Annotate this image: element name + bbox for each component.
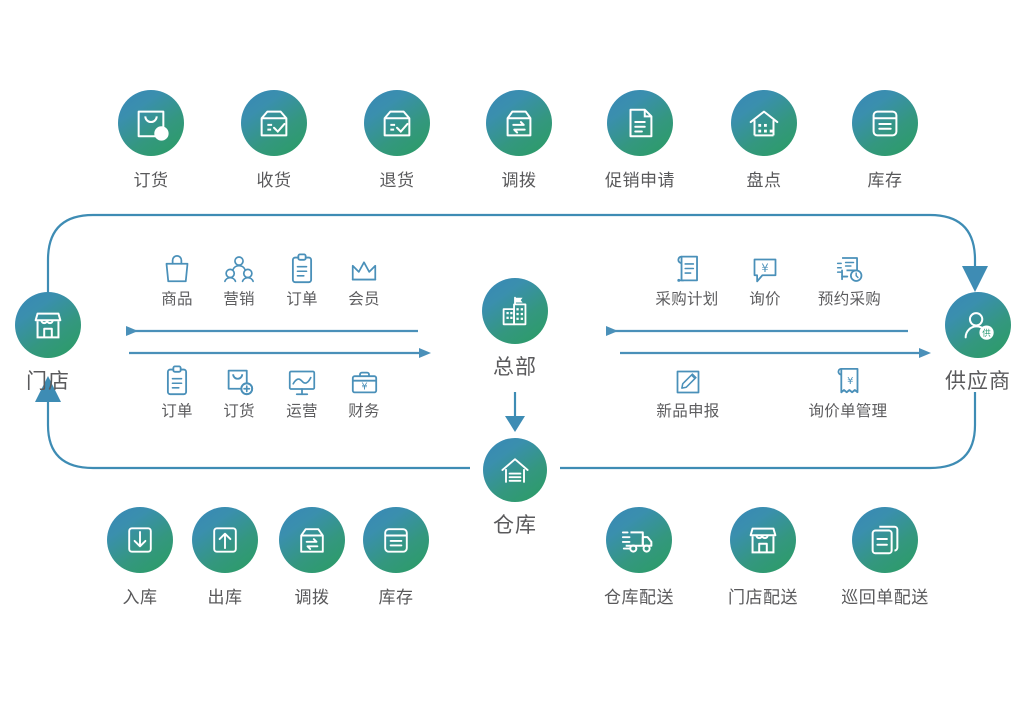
node-label: 门店 bbox=[26, 370, 70, 393]
feature-diandian[interactable]: 盘点 bbox=[704, 90, 824, 191]
module-label: 询价 bbox=[749, 291, 781, 308]
feature-kucun-bottom[interactable]: 库存 bbox=[336, 507, 456, 608]
module-yuyuecaigou[interactable]: 预约采购 bbox=[797, 250, 902, 309]
feature-cangkupeisong[interactable]: 仓库配送 bbox=[579, 507, 699, 608]
feature-label: 门店配送 bbox=[728, 588, 798, 607]
feature-cuxiaoshenqing[interactable]: 促销申请 bbox=[580, 90, 700, 191]
module-label: 订货 bbox=[223, 403, 255, 420]
feature-label: 盘点 bbox=[746, 171, 782, 190]
hq-warehouse-arrow bbox=[505, 392, 525, 432]
node-store[interactable]: 门店 bbox=[0, 292, 96, 395]
module-label: 询价单管理 bbox=[808, 403, 888, 420]
node-warehouse[interactable]: 仓库 bbox=[467, 438, 563, 539]
warehouse-count-icon bbox=[731, 90, 797, 156]
bag-plus-icon bbox=[118, 90, 184, 156]
svg-text:¥: ¥ bbox=[847, 376, 853, 387]
module-yingxiao[interactable]: 营销 bbox=[196, 250, 282, 309]
purchase-plan-doc-icon bbox=[637, 250, 737, 284]
node-label: 仓库 bbox=[493, 514, 537, 537]
module-label: 营销 bbox=[223, 291, 255, 308]
module-dingdan-bottom[interactable]: 订单 bbox=[134, 362, 220, 421]
svg-text:¥: ¥ bbox=[761, 261, 768, 275]
module-shangpin[interactable]: 商品 bbox=[134, 250, 220, 309]
crown-icon bbox=[321, 250, 407, 284]
scheduled-purchase-icon bbox=[797, 250, 902, 284]
feature-diaobo-bottom[interactable]: 调拨 bbox=[252, 507, 372, 608]
module-huiyuan[interactable]: 会员 bbox=[321, 250, 407, 309]
feature-label: 调拨 bbox=[501, 171, 537, 190]
briefcase-yen-icon: ¥ bbox=[321, 362, 407, 396]
node-headquarters[interactable]: 总部 bbox=[467, 278, 563, 381]
svg-text:供: 供 bbox=[982, 327, 991, 339]
module-label: 采购计划 bbox=[655, 291, 719, 308]
module-yunying[interactable]: 运营 bbox=[259, 362, 345, 421]
yen-document-icon: ¥ bbox=[793, 362, 903, 396]
module-label: 财务 bbox=[348, 403, 380, 420]
bag-plus-icon bbox=[196, 362, 282, 396]
arrow-up-box-icon bbox=[192, 507, 258, 573]
clipboard-icon bbox=[134, 362, 220, 396]
box-transfer-icon bbox=[279, 507, 345, 573]
module-label: 订单 bbox=[161, 403, 193, 420]
module-xinpinshenbao[interactable]: 新品申报 bbox=[638, 362, 738, 421]
module-caiwu[interactable]: ¥ 财务 bbox=[321, 362, 407, 421]
feature-label: 库存 bbox=[867, 171, 903, 190]
feature-label: 收货 bbox=[256, 171, 292, 190]
feature-label: 入库 bbox=[122, 588, 158, 607]
feature-shouhuo[interactable]: 收货 bbox=[214, 90, 334, 191]
supplier-person-icon: 供 bbox=[945, 292, 1011, 358]
module-label: 预约采购 bbox=[817, 291, 882, 308]
document-lines-icon bbox=[607, 90, 673, 156]
storefront-icon bbox=[730, 507, 796, 573]
svg-text:¥: ¥ bbox=[361, 382, 367, 393]
marketing-people-icon bbox=[196, 250, 282, 284]
box-stock-icon bbox=[852, 90, 918, 156]
feature-diaobo-top[interactable]: 调拨 bbox=[459, 90, 579, 191]
module-xunjiadanguanli[interactable]: ¥ 询价单管理 bbox=[793, 362, 903, 421]
module-label: 会员 bbox=[348, 291, 380, 308]
feature-label: 促销申请 bbox=[605, 171, 675, 190]
node-label: 供应商 bbox=[945, 370, 1011, 393]
box-stock-icon bbox=[363, 507, 429, 573]
box-transfer-icon bbox=[486, 90, 552, 156]
feature-label: 退货 bbox=[379, 171, 415, 190]
module-label: 商品 bbox=[161, 291, 193, 308]
box-check-icon bbox=[241, 90, 307, 156]
feature-label: 出库 bbox=[207, 588, 243, 607]
storefront-icon bbox=[15, 292, 81, 358]
feature-label: 订货 bbox=[133, 171, 169, 190]
module-label: 订单 bbox=[286, 291, 318, 308]
feature-dinghuo[interactable]: 订货 bbox=[91, 90, 211, 191]
module-xunjia[interactable]: ¥ 询价 bbox=[730, 250, 800, 309]
office-building-icon bbox=[482, 278, 548, 344]
stacked-documents-icon bbox=[852, 507, 918, 573]
module-label: 运营 bbox=[286, 403, 318, 420]
feature-ruku[interactable]: 入库 bbox=[80, 507, 200, 608]
delivery-truck-icon bbox=[606, 507, 672, 573]
feature-kucun-top[interactable]: 库存 bbox=[825, 90, 945, 191]
shopping-bag-icon bbox=[134, 250, 220, 284]
feature-chuku[interactable]: 出库 bbox=[165, 507, 285, 608]
feature-tuihuo[interactable]: 退货 bbox=[337, 90, 457, 191]
module-dingdan-top[interactable]: 订单 bbox=[259, 250, 345, 309]
warehouse-icon bbox=[483, 438, 547, 502]
feature-mendianpeisong[interactable]: 门店配送 bbox=[703, 507, 823, 608]
module-caigoujihua[interactable]: 采购计划 bbox=[637, 250, 737, 309]
node-supplier[interactable]: 供 供应商 bbox=[930, 292, 1025, 395]
module-dinghuo[interactable]: 订货 bbox=[196, 362, 282, 421]
chart-board-icon bbox=[259, 362, 345, 396]
box-return-icon bbox=[364, 90, 430, 156]
feature-xunhuidanpeisong[interactable]: 巡回单配送 bbox=[825, 507, 945, 608]
clipboard-icon bbox=[259, 250, 345, 284]
edit-square-icon bbox=[638, 362, 738, 396]
feature-label: 调拨 bbox=[294, 588, 330, 607]
feature-label: 巡回单配送 bbox=[841, 588, 929, 607]
module-label: 新品申报 bbox=[656, 403, 720, 420]
yen-speech-bubble-icon: ¥ bbox=[730, 250, 800, 284]
feature-label: 库存 bbox=[378, 588, 414, 607]
feature-label: 仓库配送 bbox=[604, 588, 674, 607]
node-label: 总部 bbox=[493, 356, 537, 379]
arrow-down-box-icon bbox=[107, 507, 173, 573]
